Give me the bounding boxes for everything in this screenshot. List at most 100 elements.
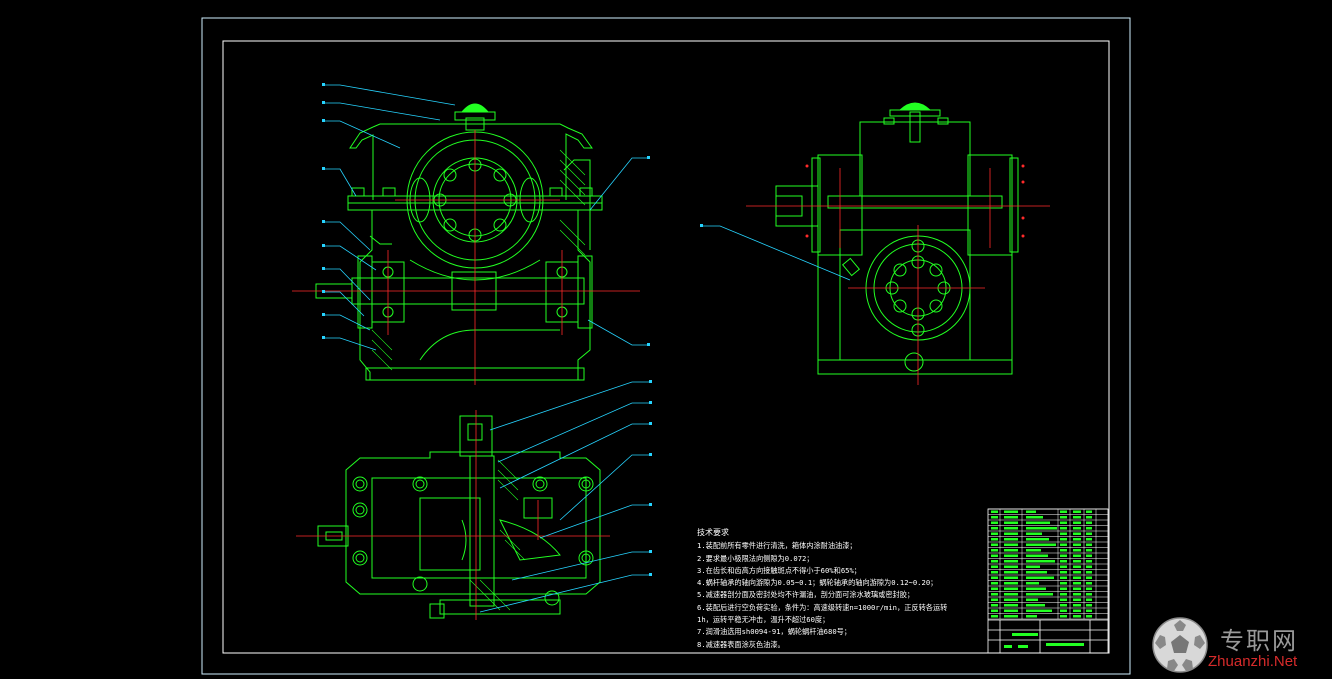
parts-cell-mark bbox=[1086, 560, 1092, 563]
parts-cell-mark bbox=[991, 510, 998, 513]
parts-cell-mark bbox=[1004, 587, 1018, 590]
parts-cell-mark bbox=[1026, 593, 1053, 596]
parts-cell-mark bbox=[1073, 609, 1081, 612]
parts-cell-mark bbox=[1060, 582, 1067, 585]
parts-cell-mark bbox=[1086, 527, 1092, 530]
parts-cell-mark bbox=[1086, 543, 1092, 546]
watermark-english: Zhuanzhi.Net bbox=[1208, 653, 1298, 670]
parts-cell-mark bbox=[1026, 538, 1049, 541]
inner-frame bbox=[222, 40, 1110, 654]
outer-frame bbox=[201, 17, 1131, 675]
parts-cell-mark bbox=[1060, 532, 1067, 535]
parts-cell-mark bbox=[1026, 510, 1036, 513]
parts-cell-mark bbox=[1060, 538, 1067, 541]
parts-cell-mark bbox=[1073, 516, 1081, 519]
parts-cell-mark bbox=[991, 516, 998, 519]
parts-cell-mark bbox=[991, 593, 998, 596]
parts-cell-mark bbox=[991, 565, 998, 568]
parts-cell-mark bbox=[991, 582, 998, 585]
parts-cell-mark bbox=[1073, 554, 1081, 557]
parts-cell-mark bbox=[991, 521, 998, 524]
parts-cell-mark bbox=[1060, 527, 1067, 530]
parts-cell-mark bbox=[1086, 510, 1092, 513]
note-item-2: 2.要求最小极限法向侧隙为0.072； bbox=[697, 553, 814, 563]
parts-cell-mark bbox=[1073, 593, 1081, 596]
parts-cell-mark bbox=[1004, 516, 1018, 519]
parts-cell-mark bbox=[1060, 571, 1067, 574]
parts-cell-mark bbox=[1026, 532, 1042, 535]
note-item-6: 6.装配后进行空负荷实验，条件为：高速级转速n=1000r/min，正反转各运转 bbox=[697, 602, 948, 612]
parts-cell-mark bbox=[1004, 615, 1018, 618]
parts-cell-mark bbox=[1026, 582, 1039, 585]
parts-cell-mark bbox=[1073, 532, 1081, 535]
parts-cell-mark bbox=[991, 609, 998, 612]
parts-cell-mark bbox=[1073, 615, 1081, 618]
parts-list-table bbox=[988, 508, 1108, 620]
parts-cell-mark bbox=[1060, 576, 1067, 579]
top-center-lines bbox=[296, 410, 610, 620]
parts-cell-mark bbox=[1060, 549, 1067, 552]
parts-cell-mark bbox=[1026, 576, 1054, 579]
parts-cell-mark bbox=[1026, 565, 1040, 568]
parts-cell-mark bbox=[1073, 538, 1081, 541]
parts-cell-mark bbox=[1073, 565, 1081, 568]
parts-cell-mark bbox=[1086, 598, 1092, 601]
parts-cell-mark bbox=[1004, 549, 1018, 552]
technical-requirements: 技术要求 1.装配前所有零件进行清洗，箱体内涂耐油油漆； 2.要求最小极限法向侧… bbox=[697, 527, 947, 651]
parts-cell-mark bbox=[1026, 571, 1047, 574]
parts-cell-mark bbox=[1026, 615, 1037, 618]
parts-cell-mark bbox=[991, 615, 998, 618]
parts-cell-mark bbox=[1004, 604, 1018, 607]
watermark-chinese: 专职网 bbox=[1220, 627, 1298, 655]
parts-cell-mark bbox=[1060, 560, 1067, 563]
notes-heading: 技术要求 bbox=[697, 528, 729, 537]
parts-cell-mark bbox=[1086, 609, 1092, 612]
parts-cell-mark bbox=[1073, 571, 1081, 574]
parts-cell-mark bbox=[1026, 554, 1048, 557]
parts-cell-mark bbox=[1073, 587, 1081, 590]
parts-cell-mark bbox=[1060, 604, 1067, 607]
top-hatching bbox=[469, 459, 526, 611]
note-item-9: 8.减速器表面涂灰色油漆。 bbox=[697, 639, 785, 649]
parts-cell-mark bbox=[991, 532, 998, 535]
parts-cell-mark bbox=[1086, 593, 1092, 596]
parts-cell-mark bbox=[1086, 582, 1092, 585]
parts-cell-mark bbox=[1073, 576, 1081, 579]
parts-cell-mark bbox=[1086, 549, 1092, 552]
parts-cell-mark bbox=[991, 538, 998, 541]
watermark: 专职网 Zhuanzhi.Net bbox=[1150, 615, 1330, 675]
parts-cell-mark bbox=[1026, 543, 1056, 546]
parts-cell-mark bbox=[991, 549, 998, 552]
parts-cell-mark bbox=[1086, 516, 1092, 519]
parts-cell-mark bbox=[1026, 609, 1052, 612]
parts-cell-mark bbox=[1060, 516, 1067, 519]
parts-cell-mark bbox=[1060, 609, 1067, 612]
parts-cell-mark bbox=[1004, 571, 1018, 574]
parts-cell-mark bbox=[1004, 527, 1018, 530]
parts-cell-mark bbox=[1086, 571, 1092, 574]
parts-cell-mark bbox=[1086, 576, 1092, 579]
note-item-8: 7.润滑油选用sh0094-91，蜗轮蜗杆油680号； bbox=[697, 627, 852, 637]
front-center-lines bbox=[292, 130, 640, 385]
parts-cell-mark bbox=[1073, 598, 1081, 601]
title-block-marks bbox=[1004, 633, 1084, 648]
parts-cell-mark bbox=[1004, 593, 1018, 596]
parts-cell-mark bbox=[1073, 560, 1081, 563]
parts-cell-mark bbox=[1026, 604, 1045, 607]
parts-cell-mark bbox=[991, 543, 998, 546]
parts-cell-mark bbox=[1073, 543, 1081, 546]
parts-cell-mark bbox=[1026, 549, 1041, 552]
parts-cell-mark bbox=[1073, 510, 1081, 513]
side-bolt-dots bbox=[805, 164, 1025, 238]
parts-cell-mark bbox=[1086, 565, 1092, 568]
note-item-7: 1h，运转平稳无冲击，温升不超过60度； bbox=[697, 615, 830, 625]
parts-cell-mark bbox=[991, 587, 998, 590]
front-section-view bbox=[315, 103, 603, 381]
parts-cell-mark bbox=[1004, 598, 1018, 601]
parts-cell-mark bbox=[1004, 609, 1018, 612]
parts-cell-mark bbox=[1026, 560, 1055, 563]
parts-cell-mark bbox=[991, 604, 998, 607]
side-center-lines bbox=[746, 168, 1050, 385]
title-block bbox=[987, 508, 1109, 654]
